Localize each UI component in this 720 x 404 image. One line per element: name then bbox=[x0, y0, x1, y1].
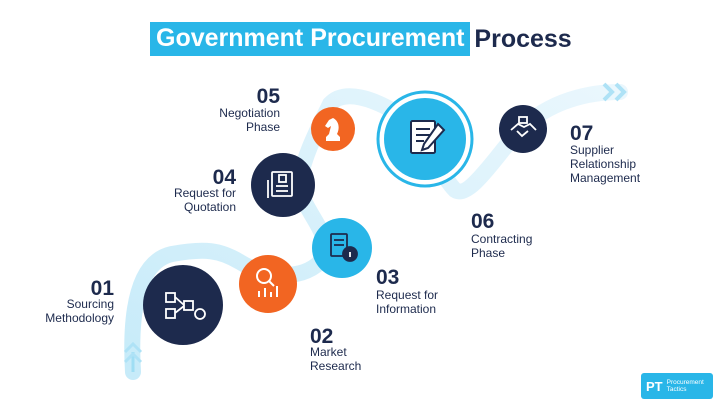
brand-mark: PT bbox=[646, 378, 663, 394]
step-04-label: Request for Quotation bbox=[173, 186, 236, 214]
magnifier-chart-icon bbox=[256, 268, 278, 297]
end-chevrons bbox=[602, 82, 627, 102]
step-03-label: Request for Information bbox=[376, 288, 439, 316]
step-05-label: Negotiation Phase bbox=[219, 106, 280, 134]
step-05-node bbox=[311, 107, 355, 151]
step-04-number: 04 bbox=[212, 166, 236, 189]
procurement-tactics-logo: PT Procurement Tactics bbox=[641, 373, 713, 399]
step-04-node bbox=[251, 153, 315, 217]
step-02-label: Market Research bbox=[310, 345, 362, 373]
chess-knight-icon bbox=[325, 118, 340, 141]
step-03-node bbox=[312, 218, 372, 278]
step-01-number: 01 bbox=[90, 277, 114, 300]
start-chevrons bbox=[123, 341, 143, 364]
title-highlight: Government Procurement bbox=[150, 22, 471, 56]
handshake-icon bbox=[510, 116, 537, 138]
process-path bbox=[124, 84, 628, 380]
step-07-number: 07 bbox=[570, 122, 594, 145]
step-01-node bbox=[143, 265, 223, 345]
step-02-number: 02 bbox=[310, 325, 334, 348]
step-01-label: Sourcing Methodology bbox=[45, 297, 114, 325]
step-03-number: 03 bbox=[376, 266, 400, 289]
contract-signing-icon bbox=[410, 120, 446, 154]
document-info-icon bbox=[330, 233, 358, 262]
step-07-label: Supplier Relationship Management bbox=[570, 143, 641, 185]
step-06-number: 06 bbox=[471, 210, 495, 233]
brand-name: Procurement Tactics bbox=[666, 379, 704, 393]
price-tag-document-icon bbox=[267, 171, 293, 198]
step-02-node bbox=[239, 255, 297, 313]
step-06-label: Contracting Phase bbox=[471, 232, 533, 260]
step-07-node bbox=[499, 105, 547, 153]
step-06-node bbox=[376, 90, 474, 188]
title-rest: Process bbox=[474, 24, 572, 53]
step-05-number: 05 bbox=[256, 85, 280, 108]
flowchart-icon bbox=[165, 292, 206, 320]
diagram-title: Government Procurement Process bbox=[150, 22, 572, 56]
